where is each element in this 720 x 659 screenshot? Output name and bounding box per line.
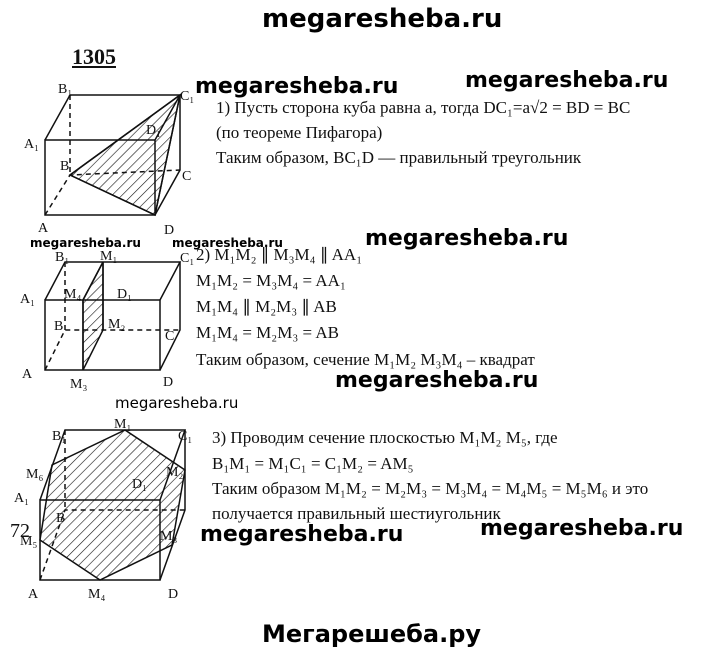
vertex-label: M₂: [166, 465, 183, 480]
vertex-label: C₁: [180, 251, 194, 266]
vertex-label: B₁: [55, 250, 69, 265]
vertex-label: C₁: [178, 429, 192, 444]
vertex-label: A: [38, 221, 49, 236]
vertex-label: D: [163, 375, 173, 390]
watermark: megaresheba.ru: [200, 522, 404, 547]
vertex-label: B: [60, 159, 69, 174]
vertex-label: M₆: [26, 467, 43, 482]
vertex-label: B₁: [52, 429, 66, 444]
vertex-label: M₃: [70, 377, 87, 392]
vertex-label: D: [168, 587, 178, 602]
watermark: megaresheba.ru: [30, 236, 141, 250]
part3-line: Таким образом M₁M₂ = M₂M₃ = M₃M₄ = M₄M₅ …: [212, 479, 649, 498]
triangle-section: [68, 93, 182, 217]
watermark: megaresheba.ru: [172, 236, 283, 250]
vertex-label: B₁: [58, 82, 72, 97]
part3-line: 3) Проводим сечение плоскостью M₁M₂ M₅, …: [212, 428, 558, 447]
vertex-label: D₁: [132, 477, 147, 492]
vertex-label: M₁: [114, 417, 131, 432]
part2-line: M₁M₄ ∥ M₂M₃ ∥ AB: [196, 297, 337, 316]
cube-3-labels: B₁ M₁ C₁ M₆ M₂ A₁ D₁ B M₃ M₅ A M₄ D: [14, 417, 192, 602]
watermark: megaresheba.ru: [365, 226, 569, 251]
part3-line: B₁M₁ = M₁C₁ = C₁M₂ = AM₅: [212, 454, 414, 473]
cube-3: [39, 429, 187, 581]
vertex-label: M₅: [20, 534, 37, 549]
cube-2: [44, 261, 182, 371]
part2-line: 2) M₁M₂ ∥ M₃M₄ ∥ AA₁: [196, 245, 363, 264]
part1-line: 1) Пусть сторона куба равна a, тогда DC₁…: [216, 98, 631, 117]
vertex-label: B: [56, 511, 65, 526]
watermark: megaresheba.ru: [480, 516, 684, 541]
square-section: [82, 261, 104, 371]
part2-line: M₁M₄ = M₂M₃ = AB: [196, 323, 340, 342]
vertex-label: A₁: [14, 491, 29, 506]
watermark: megaresheba.ru: [195, 74, 399, 99]
vertex-label: C: [182, 169, 191, 184]
vertex-label: A₁: [24, 137, 39, 152]
vertex-label: D₁: [117, 287, 132, 302]
page-number-fragment: 72: [10, 520, 30, 542]
cube-1-labels: B₁ C₁ A₁ D₁ B C A D: [24, 82, 194, 238]
part2-line: Таким образом, сечение M₁M₂ M₃M₄ – квадр…: [196, 350, 535, 369]
watermark: megaresheba.ru: [115, 394, 239, 412]
problem-number: 1305: [72, 44, 116, 69]
vertex-label: C: [165, 329, 174, 344]
header-watermark: megaresheba.ru: [262, 4, 503, 34]
vertex-label: C₁: [180, 89, 194, 104]
watermark: megaresheba.ru: [465, 68, 669, 93]
vertex-label: D: [164, 223, 174, 238]
cube-1: [44, 93, 182, 217]
vertex-label: D₁: [146, 123, 161, 138]
vertex-label: M₁: [100, 249, 117, 264]
hexagon-section: [39, 429, 186, 581]
vertex-label: M₃: [160, 529, 177, 544]
vertex-label: A: [22, 367, 33, 382]
part2-line: M₁M₂ = M₃M₄ = AA₁: [196, 271, 346, 290]
part1-line: (по теореме Пифагора): [216, 123, 383, 142]
vertex-label: M₄: [64, 287, 81, 302]
watermark: megaresheba.ru: [335, 368, 539, 393]
footer-watermark: Мегарешеба.ру: [262, 620, 482, 648]
vertex-label: A₁: [20, 292, 35, 307]
vertex-label: A: [28, 587, 39, 602]
vertex-label: B: [54, 319, 63, 334]
vertex-label: M₄: [88, 587, 105, 602]
part3-line: получается правильный шестиугольник: [212, 504, 501, 523]
part1-line: Таким образом, BC₁D — правильный треугол…: [216, 148, 582, 167]
vertex-label: M₂: [108, 317, 125, 332]
cube-2-labels: B₁ M₁ C₁ A₁ M₄ D₁ B M₂ C A M₃ D: [20, 249, 194, 392]
